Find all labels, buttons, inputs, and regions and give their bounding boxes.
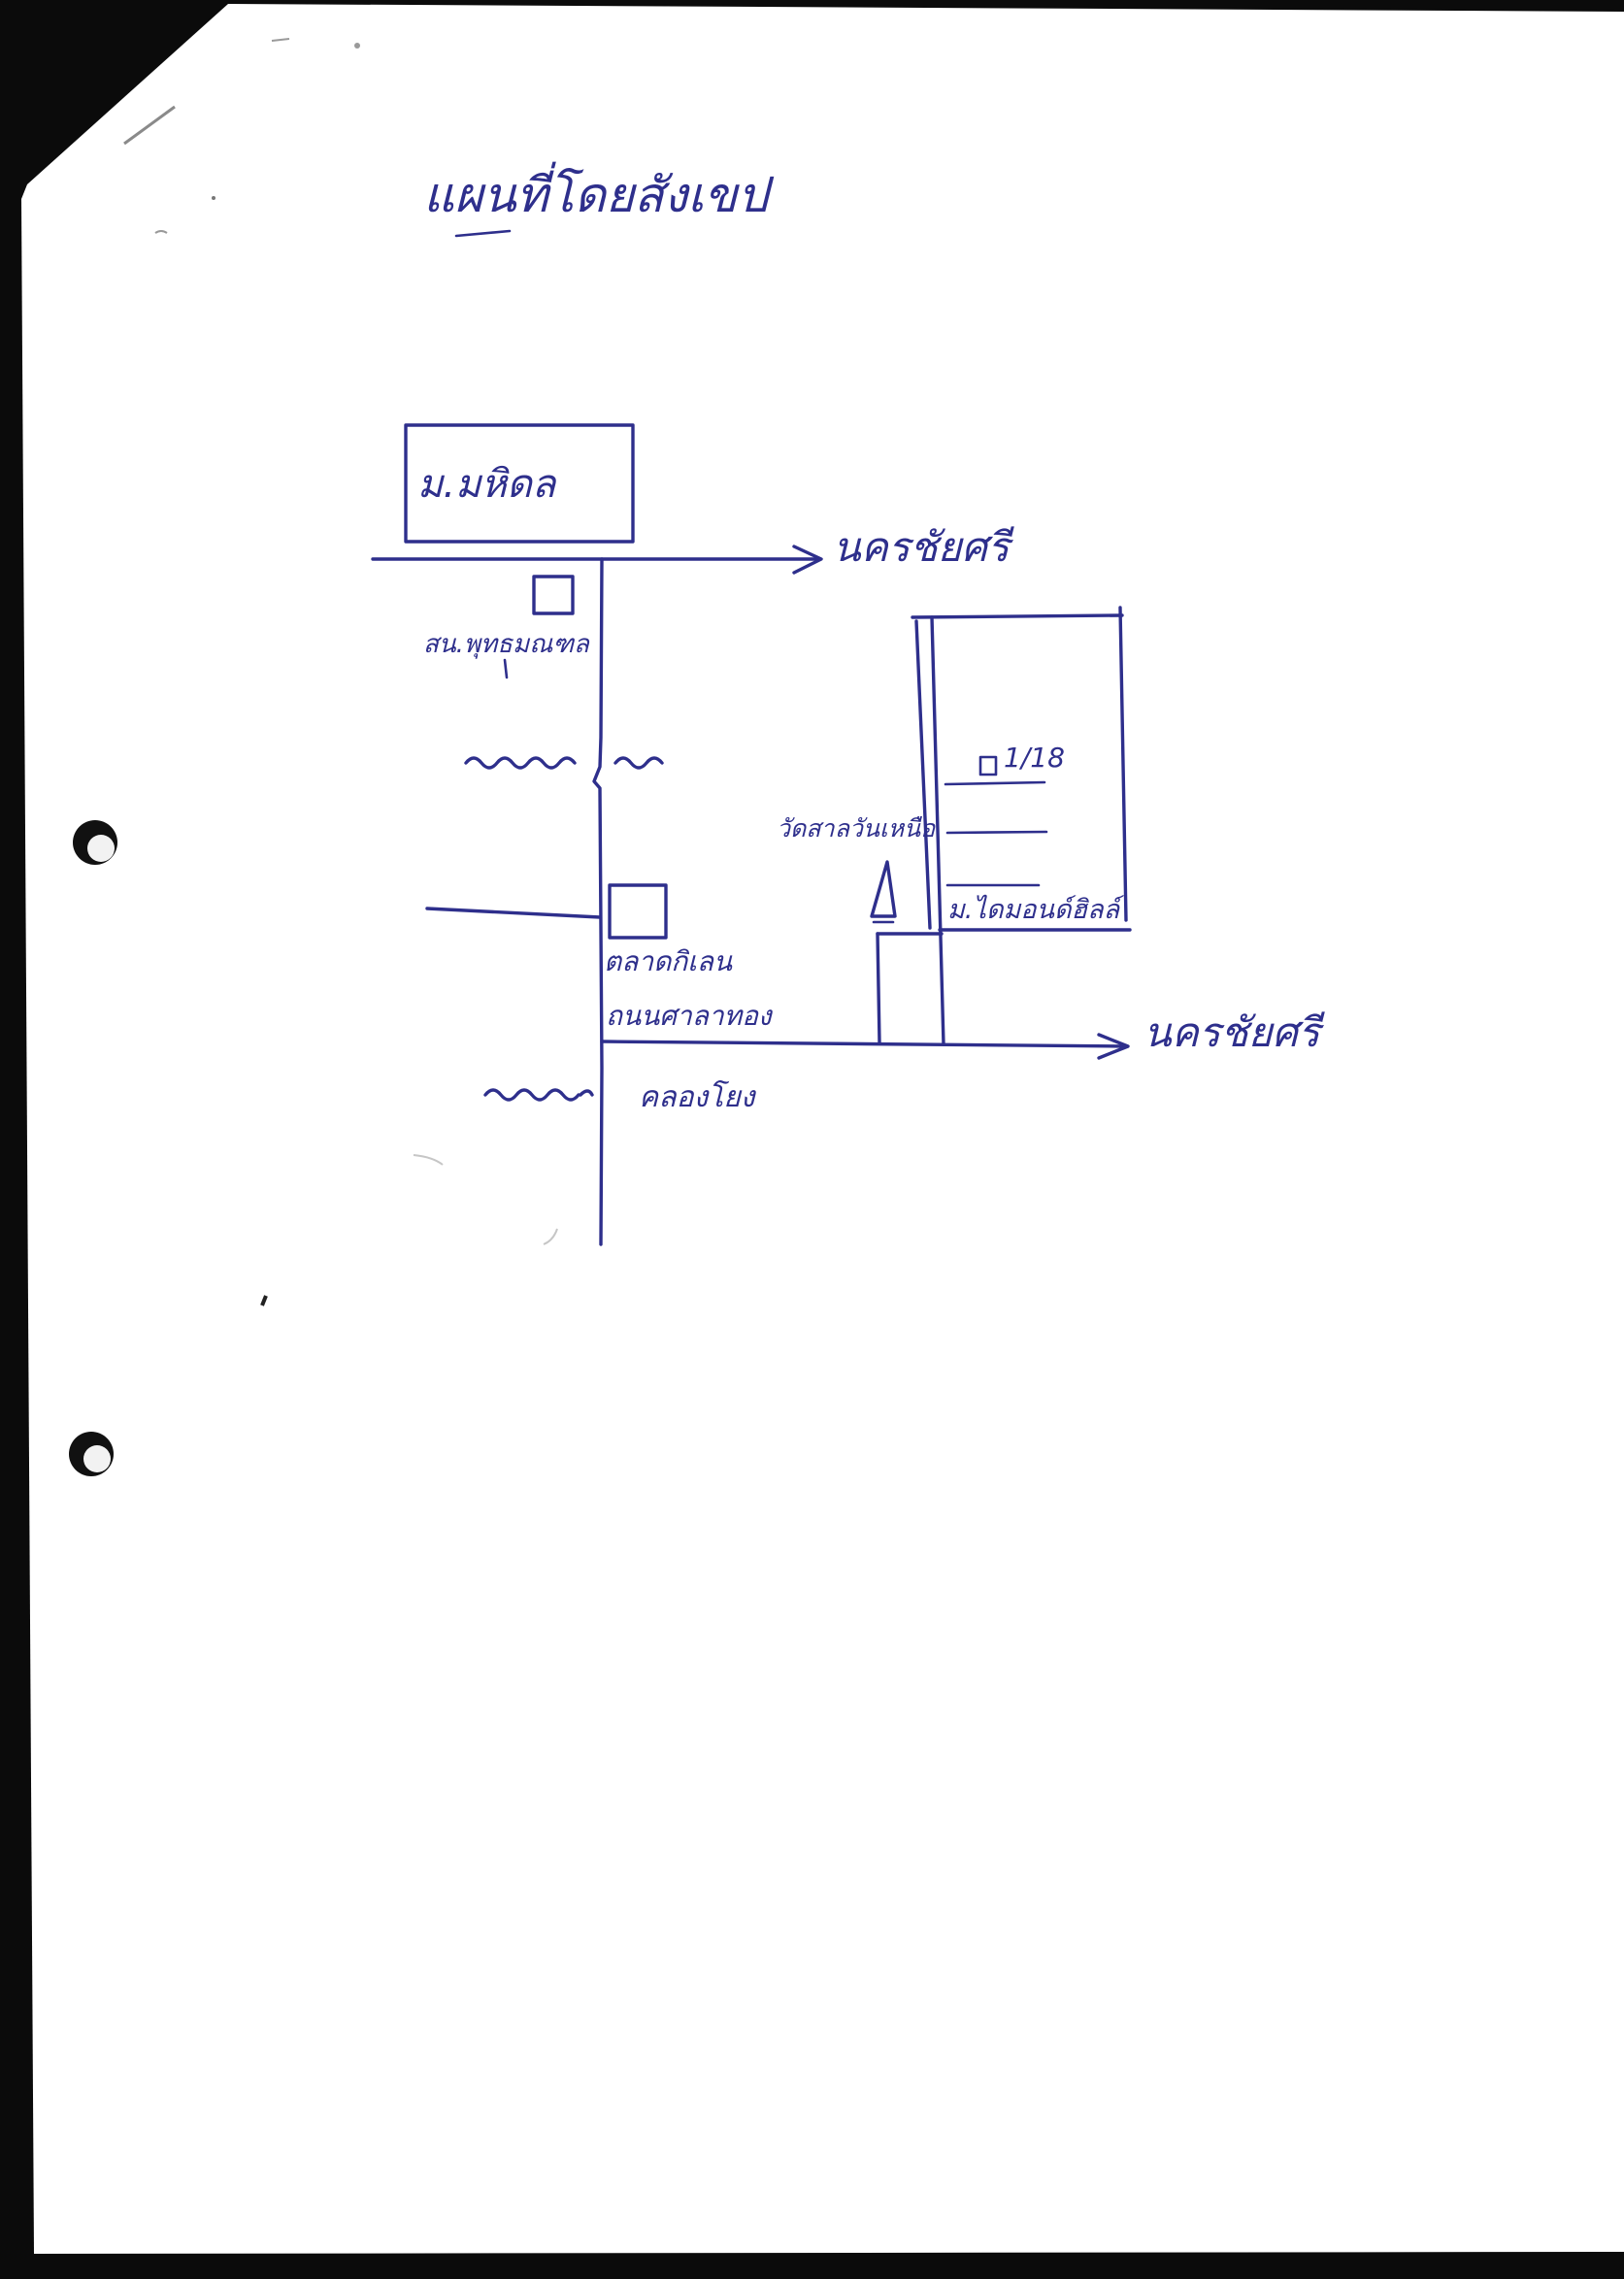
mahidol-university-label: ม.มหิดล	[417, 462, 558, 507]
road-label: ถนนศาลาทอง	[606, 1000, 774, 1032]
village-lane-2	[945, 830, 1048, 835]
arrow-right-icon	[792, 545, 823, 575]
mahidol-university-box	[404, 423, 635, 544]
main-vertical-road	[592, 557, 604, 1246]
square-building-icon	[532, 575, 575, 615]
temple-lot-left	[876, 932, 881, 1044]
village-road-inner	[914, 619, 932, 930]
village-right-edge	[1118, 606, 1128, 922]
title-underline	[454, 229, 512, 238]
village-lane-1	[944, 780, 1046, 786]
nakhon-chaisri-bottom-label: นครชัยศรี	[1143, 1008, 1326, 1056]
paper-sheet	[21, 4, 1624, 2254]
police-station-label: สน.พุทธมณฑล	[423, 630, 590, 659]
village-top-edge	[911, 613, 1124, 619]
nakhon-chaisri-top-label: นครชัยศรี	[833, 523, 1015, 571]
small-square-house-icon	[978, 755, 998, 776]
house-number-label: 1/18	[1004, 742, 1065, 774]
side-road-left	[425, 907, 602, 919]
temple-label: วัดสาลวันเหนือ	[777, 814, 936, 842]
market-label: ตลาดกิเลน	[604, 945, 733, 977]
village-road-outer	[930, 615, 945, 1046]
canal-label: คลองโยง	[639, 1079, 757, 1114]
wavy-canal-icon	[483, 1088, 594, 1102]
faint-mark	[413, 1154, 444, 1166]
scan-specks	[123, 38, 360, 1306]
wavy-canal-icon	[464, 756, 664, 770]
police-station-tick	[503, 658, 509, 679]
square-building-icon	[608, 883, 668, 940]
map-title: แผนที่โดยสังเขป	[423, 161, 774, 223]
faint-mark	[543, 1228, 558, 1245]
triangle-temple-icon	[870, 860, 897, 918]
village-label: ม.ไดมอนด์ฮิลล์	[947, 894, 1125, 925]
bottom-road	[600, 1040, 1128, 1048]
arrow-right-icon	[1097, 1033, 1130, 1060]
punch-holes	[69, 820, 117, 1476]
